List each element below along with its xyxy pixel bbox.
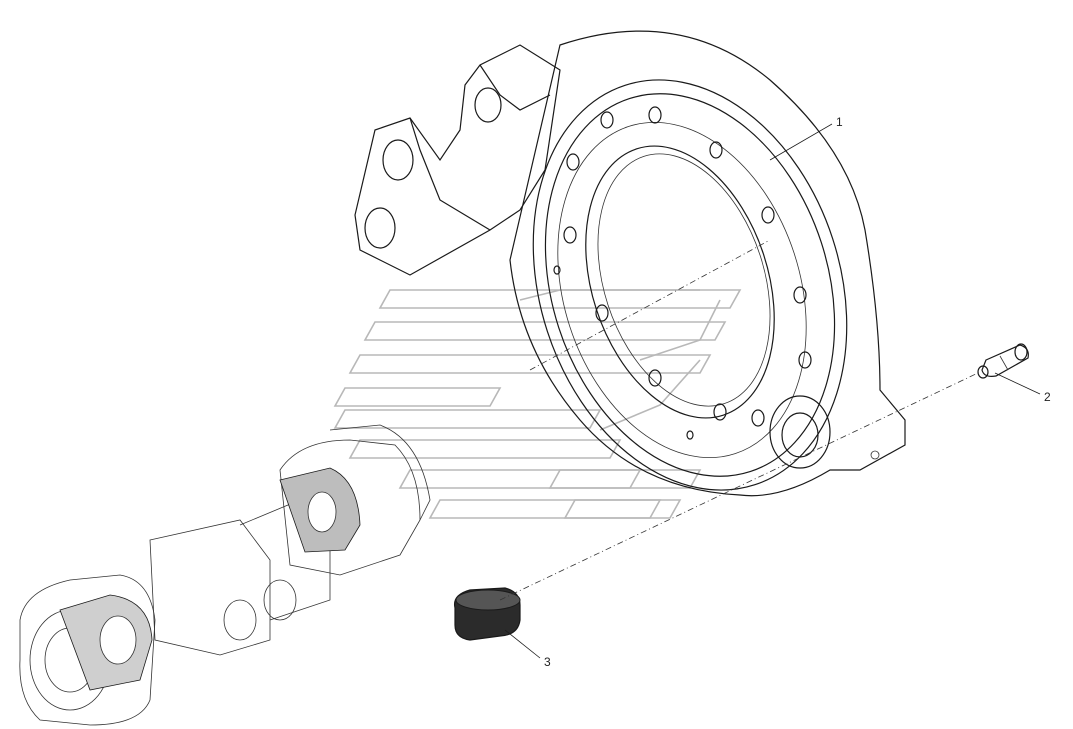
part-3-bushing (453, 587, 521, 641)
lug-hole-lower (364, 207, 396, 249)
watermark-logo (333, 289, 742, 519)
leader-line-1 (769, 123, 833, 161)
axle-assembly-thumbnail (19, 424, 431, 726)
callout-label-3: 3 (544, 655, 551, 669)
leader-line-3 (504, 629, 541, 659)
callout-label-1: 1 (836, 115, 843, 129)
part-2-pin (977, 343, 1029, 379)
lug-hole-upper (382, 139, 414, 181)
pin-boss (769, 395, 831, 469)
lug-hole-top (474, 87, 502, 123)
flange-bolt-holes (553, 106, 812, 440)
leader-line-2 (994, 372, 1041, 395)
callout-label-2: 2 (1044, 390, 1051, 404)
leader-lines (504, 123, 1041, 659)
part-1-flange-housing (354, 30, 906, 497)
assembly-axis-lines (499, 239, 981, 601)
